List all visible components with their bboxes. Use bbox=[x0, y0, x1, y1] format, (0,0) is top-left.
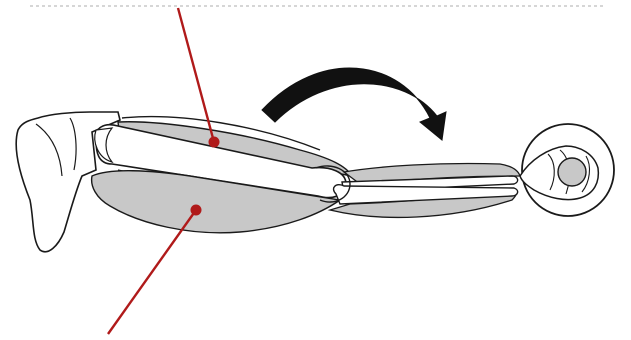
pointer-line-bottom bbox=[108, 210, 196, 334]
pointer-dot-triceps bbox=[191, 205, 202, 216]
flexion-arrow bbox=[262, 68, 446, 140]
held-ball bbox=[558, 158, 586, 186]
pointer-dot-biceps bbox=[209, 137, 220, 148]
pointer-line-top bbox=[178, 8, 214, 142]
